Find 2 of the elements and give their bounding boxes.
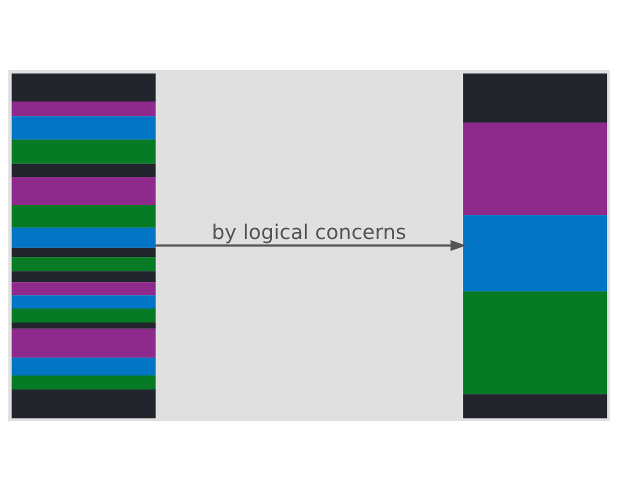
arrow [155,240,466,250]
edge-label: by logical concerns [212,220,406,244]
